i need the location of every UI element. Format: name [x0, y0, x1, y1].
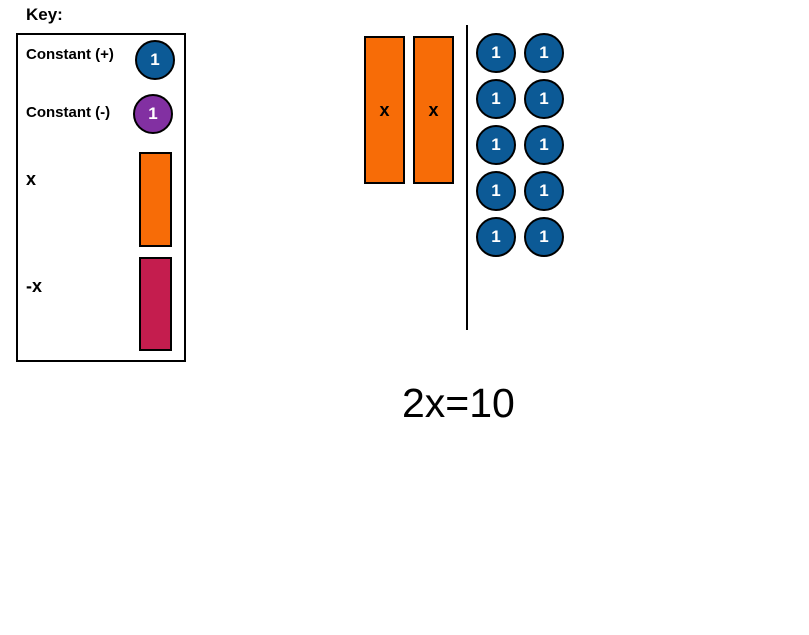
- equation-text: 2x=10: [402, 380, 515, 426]
- unit-tile-value: 1: [539, 135, 549, 154]
- key-tile-x-negative: [139, 257, 172, 351]
- key-title: Key:: [26, 5, 63, 24]
- unit-tile: 1: [476, 125, 516, 165]
- key-label-constant-positive: Constant (+): [26, 46, 114, 63]
- key-legend: Constant (+) 1 Constant (-) 1 x -x: [16, 33, 186, 362]
- key-tile-constant-positive: 1: [135, 40, 175, 80]
- key-tile-x-positive: [139, 152, 172, 247]
- unit-tile: 1: [524, 125, 564, 165]
- x-tile-label: x: [428, 99, 439, 120]
- x-tile: x: [364, 36, 405, 184]
- key-tile-constant-negative-value: 1: [148, 104, 158, 123]
- key-label-constant-negative: Constant (-): [26, 104, 111, 121]
- x-tile-label: x: [379, 99, 390, 120]
- unit-tile: 1: [524, 79, 564, 119]
- unit-tile: 1: [476, 171, 516, 211]
- unit-tile: 1: [524, 171, 564, 211]
- equals-divider-line: [466, 25, 468, 330]
- unit-tile-value: 1: [539, 89, 549, 108]
- key-tile-constant-negative: 1: [133, 94, 173, 134]
- unit-tiles-grid: 1 1 1 1 1 1 1 1 1 1: [476, 33, 564, 257]
- unit-tile-value: 1: [539, 43, 549, 62]
- unit-tile: 1: [476, 217, 516, 257]
- unit-tile-value: 1: [491, 181, 501, 200]
- unit-tile: 1: [524, 217, 564, 257]
- unit-tile-value: 1: [491, 227, 501, 246]
- unit-tile-value: 1: [491, 43, 501, 62]
- unit-tile: 1: [476, 79, 516, 119]
- key-label-x-positive: x: [26, 169, 37, 189]
- key-label-x-negative: -x: [26, 276, 43, 296]
- unit-tile-value: 1: [539, 181, 549, 200]
- unit-tile-value: 1: [491, 135, 501, 154]
- unit-tile-value: 1: [539, 227, 549, 246]
- key-tile-constant-positive-value: 1: [150, 50, 160, 69]
- x-tile: x: [413, 36, 454, 184]
- unit-tile-value: 1: [491, 89, 501, 108]
- unit-tile: 1: [476, 33, 516, 73]
- unit-tile: 1: [524, 33, 564, 73]
